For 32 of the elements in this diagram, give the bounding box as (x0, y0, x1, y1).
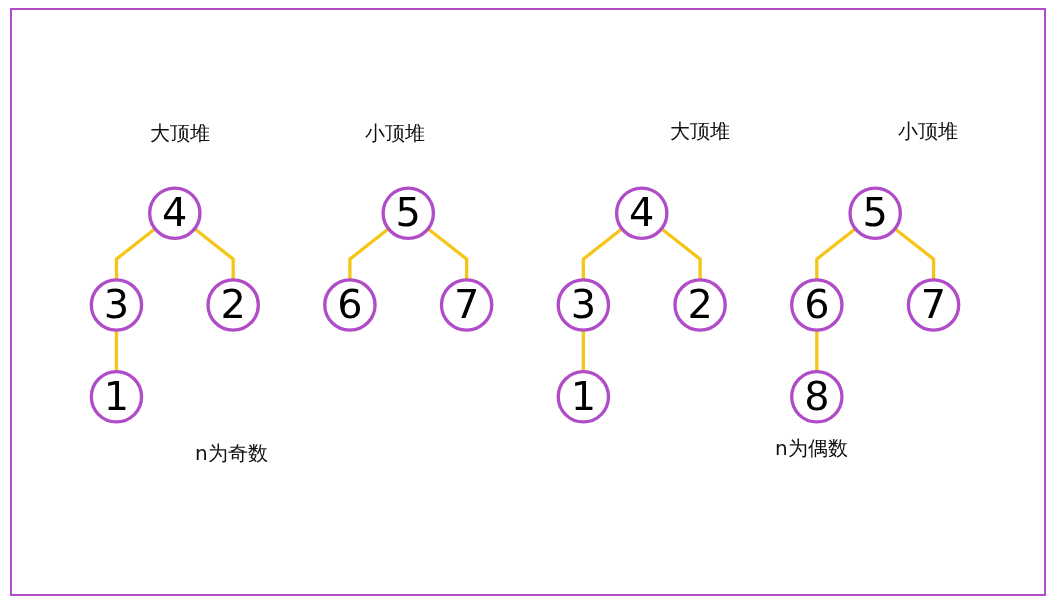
tree-heading: 小顶堆 (898, 118, 958, 145)
node-circle: 6 (323, 278, 377, 332)
connector (114, 227, 157, 280)
node-circle: 3 (89, 278, 144, 332)
node-circle: 6 (790, 278, 844, 332)
node-circle: 7 (439, 278, 494, 332)
connector (193, 227, 235, 280)
connector (581, 330, 586, 372)
tree-heading: 大顶堆 (150, 120, 210, 147)
node-circle: 5 (381, 186, 436, 240)
node-circle: 7 (906, 278, 961, 332)
connector (815, 330, 819, 372)
connector (581, 227, 623, 280)
node-circle: 4 (614, 186, 669, 240)
connector (427, 227, 469, 280)
connector (348, 227, 390, 280)
node-circle: 2 (673, 278, 727, 332)
caption-text: n为偶数 (775, 435, 848, 462)
connector (660, 227, 702, 280)
node-circle: 4 (148, 186, 202, 240)
connector (114, 330, 119, 372)
node-circle: 2 (206, 278, 260, 332)
connector (815, 227, 857, 280)
node-circle: 3 (556, 278, 611, 332)
node-circle: 8 (790, 370, 844, 424)
node-circle: 1 (89, 370, 144, 424)
node-circle: 1 (556, 370, 611, 424)
node-circle: 5 (848, 186, 902, 240)
connector (893, 227, 936, 280)
tree-heading: 大顶堆 (670, 118, 730, 145)
tree-heading: 小顶堆 (365, 120, 425, 147)
caption-text: n为奇数 (195, 440, 268, 467)
